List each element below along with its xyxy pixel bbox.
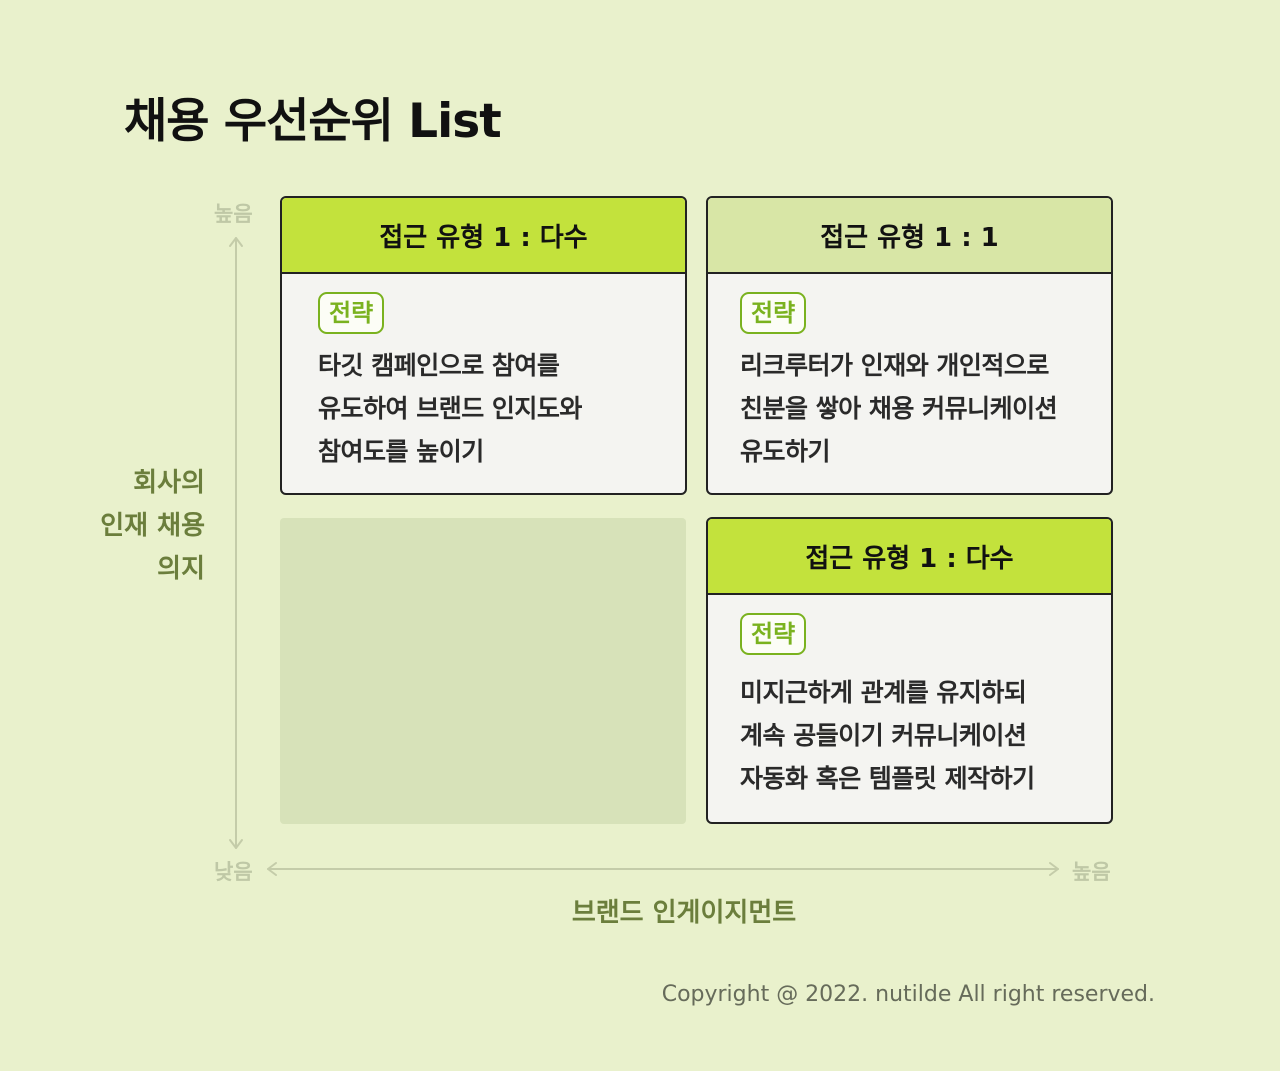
strategy-line: 친분을 쌓아 채용 커뮤니케이션	[740, 394, 1058, 423]
strategy-line: 유도하여 브랜드 인지도와	[318, 394, 582, 423]
strategy-line: 미지근하게 관계를 유지하되	[740, 678, 1027, 707]
y-axis-label-line: 의지	[157, 554, 205, 584]
x-axis-arrow-right	[1049, 862, 1059, 876]
card-body: 전략 미지근하게 관계를 유지하되 계속 공들이기 커뮤니케이션 자동화 혹은 …	[708, 595, 1111, 800]
strategy-line: 자동화 혹은 템플릿 제작하기	[740, 764, 1035, 793]
card-body: 전략 타깃 캠페인으로 참여를 유도하여 브랜드 인지도와 참여도를 높이기	[282, 274, 685, 473]
strategy-line: 리크루터가 인재와 개인적으로	[740, 351, 1049, 380]
strategy-line: 참여도를 높이기	[318, 437, 484, 466]
card-header: 접근 유형 1 : 다수	[282, 198, 685, 274]
y-axis-label: 회사의 인재 채용 의지	[60, 462, 205, 591]
quadrant-card-top-left: 접근 유형 1 : 다수 전략 타깃 캠페인으로 참여를 유도하여 브랜드 인지…	[280, 196, 687, 495]
y-axis-high-tick: 높음	[214, 202, 253, 226]
copyright-text: Copyright @ 2022. nutilde All right rese…	[661, 982, 1155, 1007]
strategy-badge: 전략	[740, 292, 807, 334]
card-header: 접근 유형 1 : 1	[708, 198, 1111, 274]
x-axis-label: 브랜드 인게이지먼트	[571, 898, 797, 928]
y-axis-label-line: 인재 채용	[100, 511, 205, 541]
page-title: 채용 우선순위 List	[124, 94, 502, 149]
quadrant-empty-bottom-left	[280, 518, 686, 824]
quadrant-card-bottom-right: 접근 유형 1 : 다수 전략 미지근하게 관계를 유지하되 계속 공들이기 커…	[706, 517, 1113, 824]
y-axis-arrow-up	[229, 237, 243, 247]
x-axis-arrow-left	[267, 862, 277, 876]
strategy-line: 계속 공들이기 커뮤니케이션	[740, 721, 1027, 750]
card-body: 전략 리크루터가 인재와 개인적으로 친분을 쌓아 채용 커뮤니케이션 유도하기	[708, 274, 1111, 473]
y-axis-arrow-down	[229, 839, 243, 849]
x-axis-high-tick: 높음	[1072, 860, 1111, 884]
strategy-badge: 전략	[740, 613, 807, 655]
y-axis-label-line: 회사의	[133, 468, 205, 498]
card-header: 접근 유형 1 : 다수	[708, 519, 1111, 595]
strategy-badge: 전략	[318, 292, 385, 334]
strategy-line: 유도하기	[740, 437, 831, 466]
axis-origin-low-tick: 낮음	[214, 860, 253, 884]
quadrant-card-top-right: 접근 유형 1 : 1 전략 리크루터가 인재와 개인적으로 친분을 쌓아 채용…	[706, 196, 1113, 495]
strategy-text: 리크루터가 인재와 개인적으로 친분을 쌓아 채용 커뮤니케이션 유도하기	[740, 344, 1111, 473]
strategy-text: 타깃 캠페인으로 참여를 유도하여 브랜드 인지도와 참여도를 높이기	[318, 344, 685, 473]
strategy-line: 타깃 캠페인으로 참여를	[318, 351, 560, 380]
strategy-text: 미지근하게 관계를 유지하되 계속 공들이기 커뮤니케이션 자동화 혹은 템플릿…	[740, 671, 1111, 800]
